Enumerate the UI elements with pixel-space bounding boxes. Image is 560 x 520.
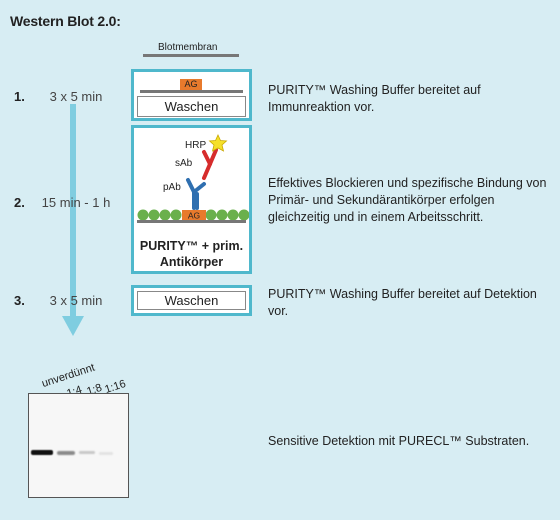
step-2-frame: HRP sAb pAb AG PURITY™ + prim. Antikörpe… — [131, 125, 252, 274]
band-1 — [31, 450, 53, 455]
blocking-dots — [137, 209, 249, 221]
box-label-line: Antikörper — [159, 255, 224, 269]
step-1-time: 3 x 5 min — [49, 89, 103, 104]
step-3-frame: Waschen — [131, 285, 252, 316]
membrane — [137, 220, 246, 223]
step-1-frame: AG Waschen — [131, 69, 252, 121]
description-line: PURITY™ Washing Buffer bereitet auf — [268, 83, 481, 97]
step-2-time: 15 min - 1 h — [41, 195, 111, 210]
hrp-star-icon — [208, 134, 228, 152]
membrane-label: Blotmembran — [158, 42, 218, 53]
antigen: AG — [180, 79, 202, 90]
step-3-time: 3 x 5 min — [49, 293, 103, 308]
description-line: Primär- und Sekundärantikörper erfolgen — [268, 193, 495, 207]
description-line: Immunreaktion vor. — [268, 100, 375, 114]
primary-antibody — [186, 178, 206, 210]
description-line: vor. — [268, 304, 289, 318]
step-2-number: 2. — [14, 195, 25, 210]
page-title: Western Blot 2.0: — [10, 13, 121, 29]
step-1-description: PURITY™ Washing Buffer bereitet auf Immu… — [268, 82, 553, 116]
secondary-antibody — [202, 148, 218, 180]
membrane — [140, 90, 243, 93]
antibody-illustration: HRP sAb pAb AG — [137, 134, 249, 223]
membrane-bar — [143, 54, 239, 57]
band-2 — [57, 451, 75, 455]
wash-box: Waschen — [137, 96, 246, 117]
wash-box: Waschen — [137, 291, 246, 310]
description-line: Effektives Blockieren und spezifische Bi… — [268, 176, 547, 190]
description-line: gleichzeitig und in einem Arbeitsschritt… — [268, 210, 484, 224]
description-line: PURITY™ Washing Buffer bereitet auf Dete… — [268, 287, 537, 301]
hrp-label: HRP — [185, 140, 206, 151]
antigen-block — [182, 210, 206, 220]
step-2-description: Effektives Blockieren und spezifische Bi… — [268, 175, 553, 226]
step-1-number: 1. — [14, 89, 25, 104]
process-arrow — [62, 104, 84, 336]
western-blot-image — [28, 393, 129, 498]
step-2-box-label: PURITY™ + prim. Antikörper — [134, 238, 249, 270]
step-3-description: PURITY™ Washing Buffer bereitet auf Dete… — [268, 286, 553, 320]
box-label-line: PURITY™ + prim. — [139, 239, 244, 253]
band-4 — [99, 452, 113, 455]
band-3 — [79, 451, 95, 454]
antigen-label: AG — [188, 211, 200, 221]
pab-label: pAb — [163, 182, 181, 193]
step-3-number: 3. — [14, 293, 25, 308]
blot-description: Sensitive Detektion mit PURECL™ Substrat… — [268, 434, 530, 448]
sab-label: sAb — [175, 158, 193, 169]
